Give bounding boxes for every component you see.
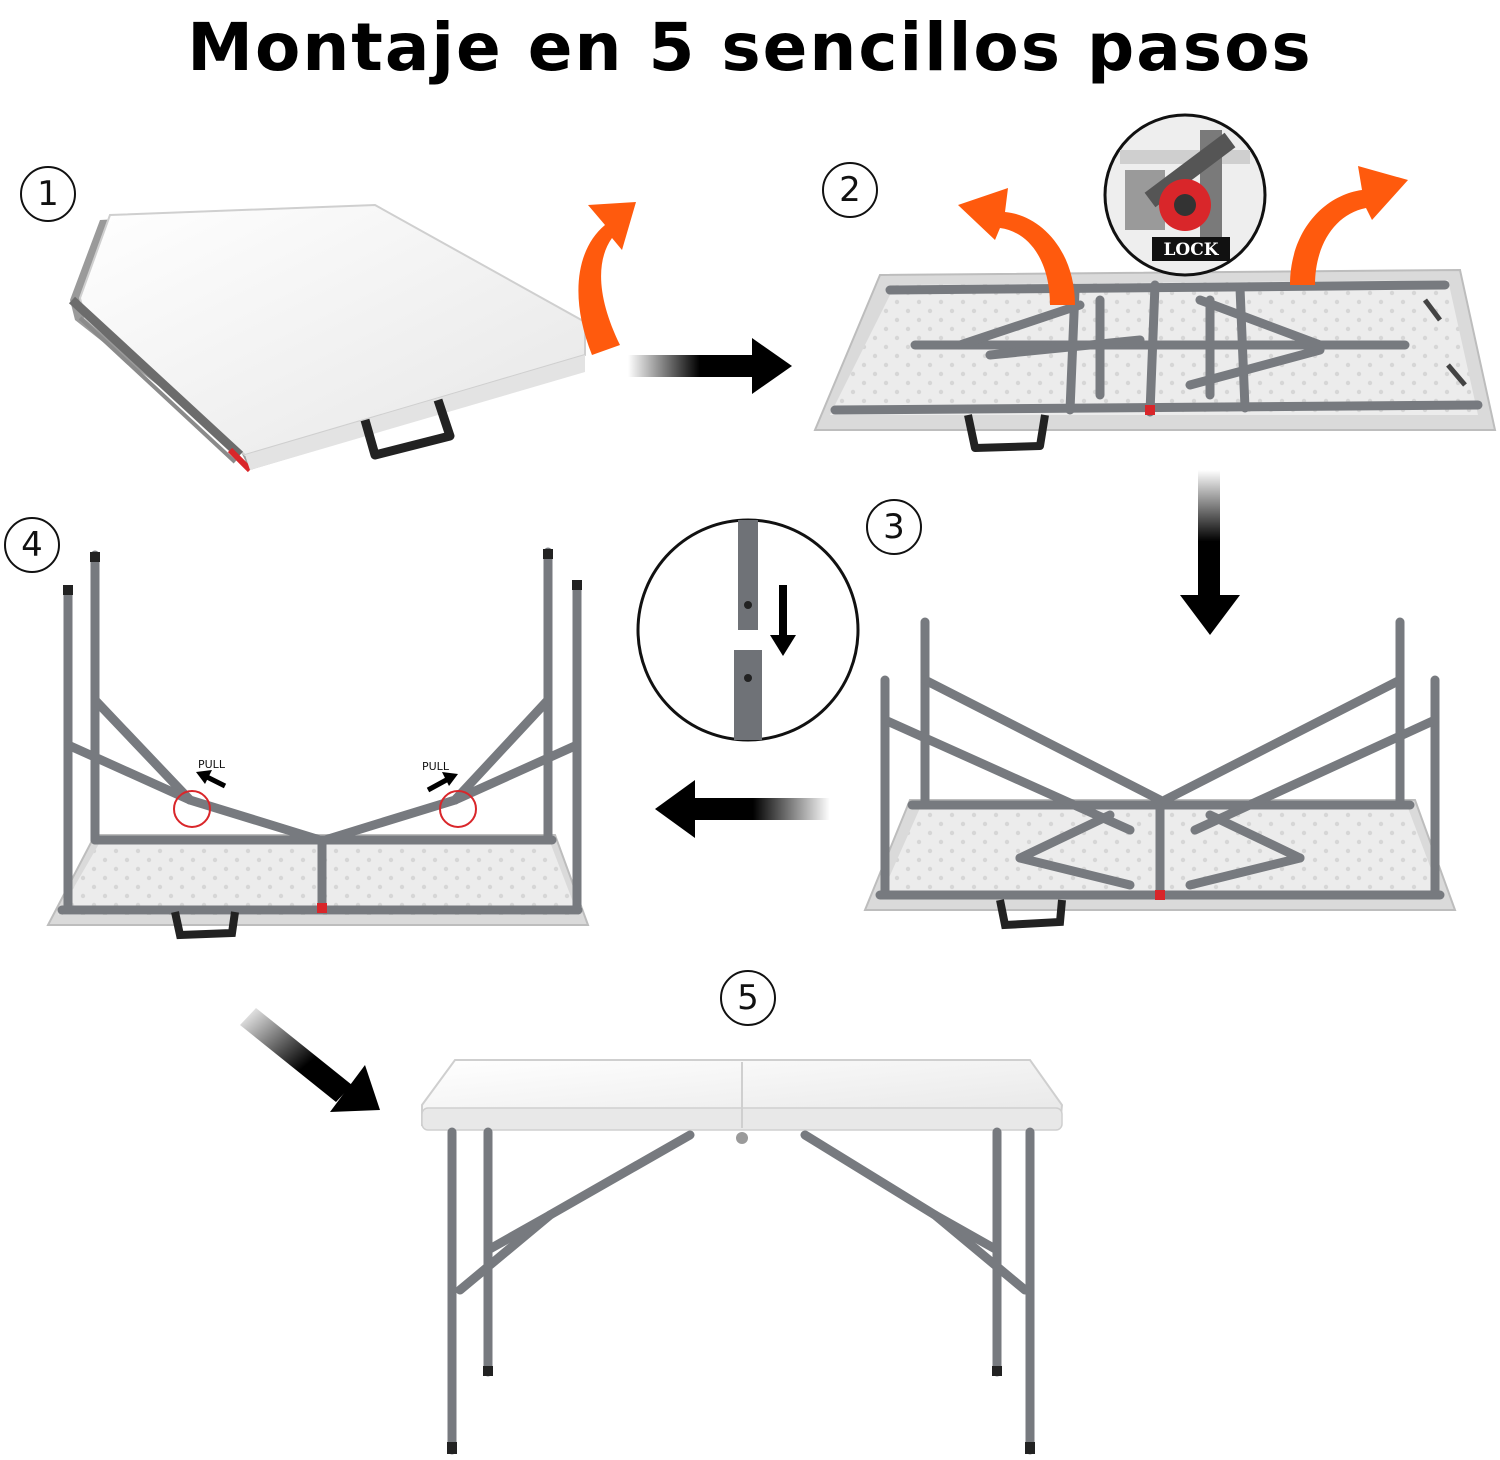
step-number-2: 2 <box>822 162 878 218</box>
orange-curved-arrow <box>578 202 636 355</box>
assembled-table <box>421 1059 1064 1455</box>
step-number-5: 5 <box>720 970 776 1026</box>
table-underside-step2 <box>813 268 1497 452</box>
flow-arrow-diagonal <box>240 1008 380 1112</box>
flow-arrow-left <box>655 780 830 838</box>
lock-detail-zoom: LOCK <box>1103 113 1267 277</box>
flow-arrow-right <box>628 338 792 394</box>
page-title: Montaje en 5 sencillos pasos <box>187 9 1313 86</box>
pull-point-right <box>439 790 477 828</box>
pull-label-left: PULL <box>198 758 226 771</box>
step-number-4: 4 <box>4 517 60 573</box>
pull-label-right: PULL <box>422 760 450 773</box>
pull-arrow-left <box>203 773 227 789</box>
table-underside-step3 <box>863 617 1457 930</box>
folded-table <box>68 203 586 473</box>
orange-curved-arrow <box>1290 166 1408 285</box>
flow-arrow-down <box>1180 470 1240 635</box>
step-number-1: 1 <box>20 166 76 222</box>
leg-extension-zoom <box>636 518 860 742</box>
orange-curved-arrow <box>958 188 1075 305</box>
step-number-3: 3 <box>866 499 922 555</box>
pull-point-left <box>173 790 211 828</box>
table-underside-step4: PULL PULL <box>46 547 590 940</box>
lock-label: LOCK <box>1163 240 1219 260</box>
